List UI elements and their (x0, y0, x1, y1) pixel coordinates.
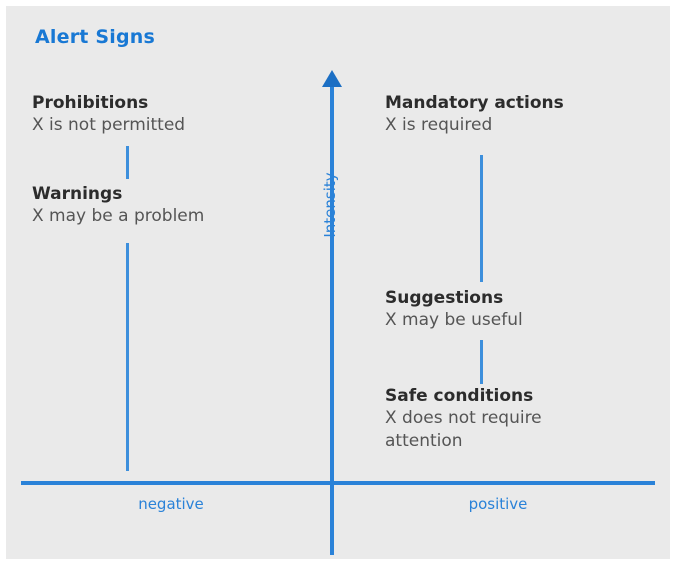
block-mandatory-actions-description: X is required (385, 114, 564, 137)
arrow-up-icon (322, 70, 342, 87)
block-safe-conditions-heading: Safe conditions (385, 386, 534, 406)
block-prohibitions-description-line-1: X is not permitted (32, 115, 186, 135)
connector-suggestions-safe (480, 340, 483, 384)
connector-prohibitions-warnings (126, 146, 129, 179)
block-suggestions-description: X may be useful (385, 309, 523, 332)
block-prohibitions-description: X is not permitted (32, 114, 185, 137)
block-warnings-description-line-1: X may be a problem (32, 206, 205, 226)
block-safe-conditions-description: X does not require attention (385, 407, 542, 453)
connector-mandatory-suggestions (480, 155, 483, 282)
block-mandatory-actions: Mandatory actions X is required (385, 93, 564, 137)
block-safe-conditions: Safe conditions X does not require atten… (385, 386, 542, 453)
block-suggestions-heading: Suggestions (385, 288, 504, 308)
block-prohibitions: Prohibitions X is not permitted (32, 93, 185, 137)
vertical-axis-line (330, 78, 334, 555)
block-prohibitions-heading: Prohibitions (32, 93, 149, 113)
block-warnings-description: X may be a problem (32, 205, 204, 228)
horizontal-axis-line (21, 481, 655, 485)
block-suggestions: Suggestions X may be useful (385, 288, 523, 332)
page-title: Alert Signs (35, 26, 156, 48)
connector-warnings-axis (126, 243, 129, 471)
horizontal-axis-label-negative: negative (138, 495, 204, 513)
block-warnings: Warnings X may be a problem (32, 184, 204, 228)
block-suggestions-description-line-1: X may be useful (385, 310, 523, 330)
block-mandatory-actions-heading: Mandatory actions (385, 93, 564, 113)
vertical-axis-label: Intensity (321, 172, 339, 238)
block-safe-conditions-description-line-1: X does not require (385, 408, 542, 428)
block-safe-conditions-description-line-2: attention (385, 431, 463, 451)
block-mandatory-actions-description-line-1: X is required (385, 115, 493, 135)
block-warnings-heading: Warnings (32, 184, 123, 204)
diagram-plate (6, 6, 670, 559)
horizontal-axis-label-positive: positive (468, 495, 528, 513)
